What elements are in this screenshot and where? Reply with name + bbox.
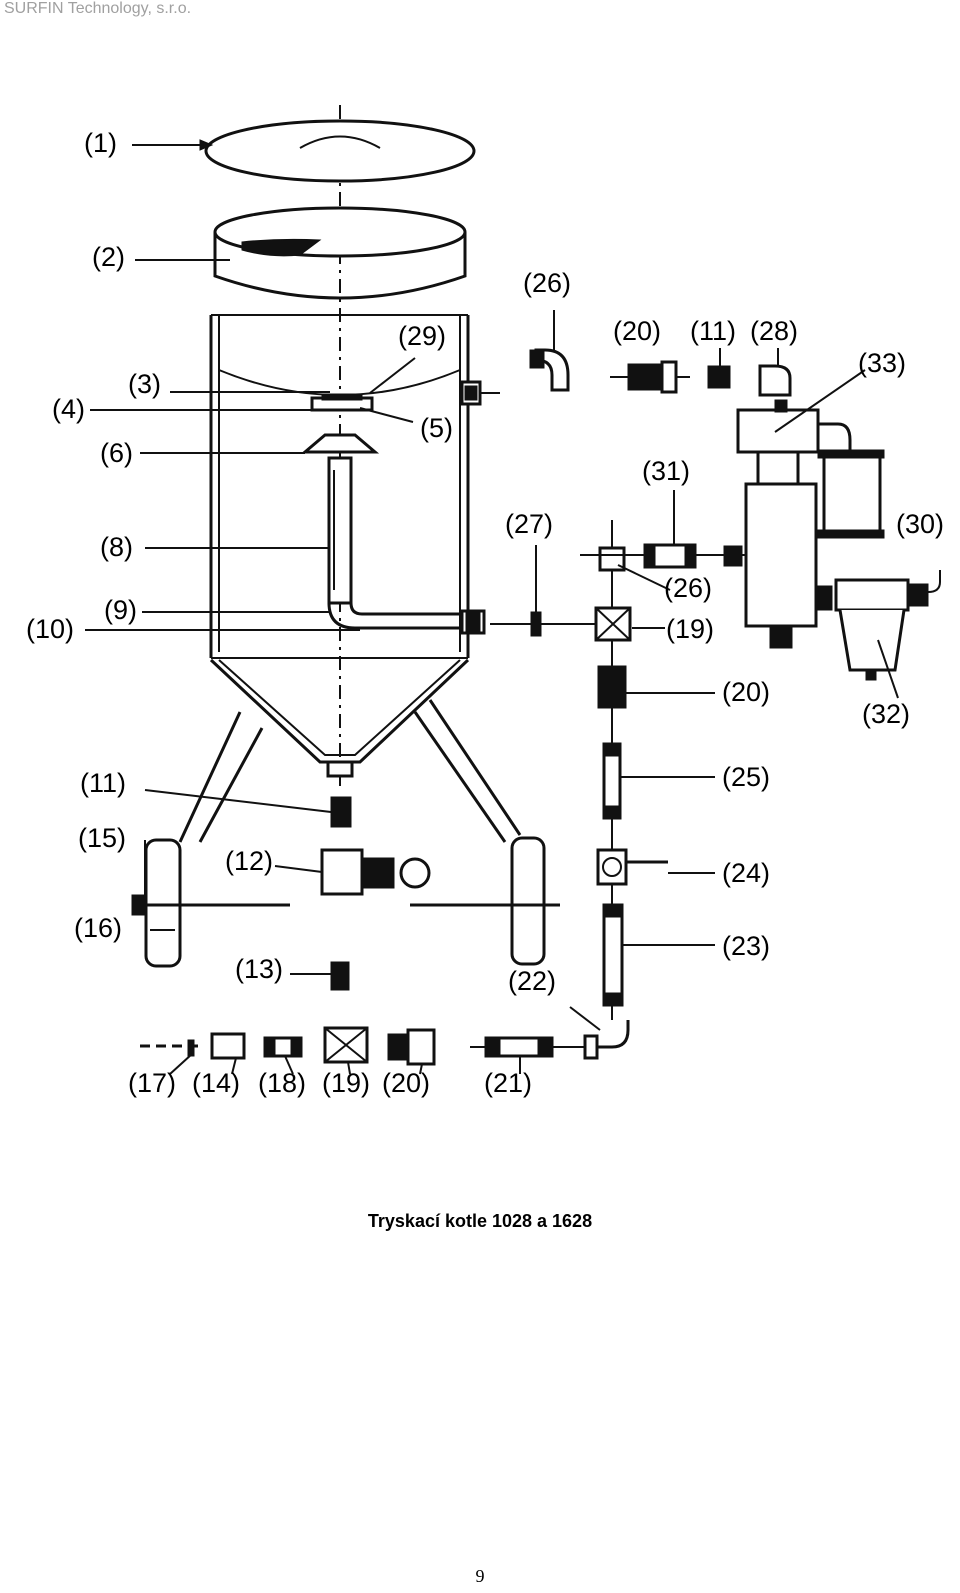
part-33-unit (736, 369, 885, 649)
label-31: (31) (642, 456, 690, 486)
part-vertical-line (569, 520, 668, 1031)
label-24: (24) (722, 858, 770, 888)
header-company: SURFIN Technology, s.r.o. (4, 0, 192, 17)
label-9: (9) (104, 595, 137, 625)
part-lower-fitting (144, 789, 352, 828)
part-top-fitting (460, 380, 500, 406)
label-22: (22) (508, 966, 556, 996)
part-nipple-13 (290, 961, 350, 991)
part-sieve-ring (213, 206, 467, 300)
label-15: (15) (78, 823, 126, 853)
label-1: (1) (84, 128, 117, 158)
label-12: (12) (225, 846, 273, 876)
part-lid (204, 119, 476, 183)
part-valve-seat (90, 357, 416, 423)
label-4: (4) (52, 394, 85, 424)
part-bottom-row (140, 1020, 630, 1075)
label-17: (17) (128, 1068, 176, 1098)
label-21: (21) (484, 1068, 532, 1098)
label-19-bottom: (19) (322, 1068, 370, 1098)
part-inner-pipe (145, 456, 353, 605)
page-number: 9 (475, 1566, 485, 1586)
part-32-separator (815, 570, 941, 699)
part-air-pipe (85, 602, 486, 635)
label-28: (28) (750, 316, 798, 346)
label-6: (6) (100, 438, 133, 468)
label-32: (32) (862, 699, 910, 729)
part-wheel-right (410, 836, 560, 966)
figure-caption: Tryskací kotle 1028 a 1628 (367, 1211, 593, 1231)
label-19-mid: (19) (666, 614, 714, 644)
part-31 (643, 490, 743, 569)
label-20-bottom: (20) (382, 1068, 430, 1098)
label-20-mid: (20) (722, 677, 770, 707)
label-11-top: (11) (690, 316, 736, 346)
label-5: (5) (420, 413, 453, 443)
label-14: (14) (192, 1068, 240, 1098)
label-13: (13) (235, 954, 283, 984)
label-2: (2) (92, 242, 125, 272)
leader-lines (132, 139, 715, 946)
label-30: (30) (896, 509, 944, 539)
label-8: (8) (100, 532, 133, 562)
label-18: (18) (258, 1068, 306, 1098)
label-26-mid: (26) (664, 573, 712, 603)
part-frame-legs (178, 699, 522, 843)
label-11-bottom: (11) (80, 768, 126, 798)
blast-pot-exploded-diagram: (1) (2) (26) (20) (11) (28) (29) (33) (3… (26, 105, 944, 1098)
label-27: (27) (505, 509, 553, 539)
label-33: (33) (858, 348, 906, 378)
label-10: (10) (26, 614, 74, 644)
part-fitting-27 (490, 545, 596, 637)
part-top-right-chain (529, 310, 792, 397)
part-wheel-left (131, 838, 290, 968)
label-26-top: (26) (523, 268, 571, 298)
label-20-top: (20) (613, 316, 661, 346)
label-16: (16) (74, 913, 122, 943)
label-23: (23) (722, 931, 770, 961)
label-3: (3) (128, 369, 161, 399)
part-popup-valve (140, 433, 380, 454)
part-metering-valve (274, 848, 431, 896)
label-25: (25) (722, 762, 770, 792)
label-29: (29) (398, 321, 446, 351)
